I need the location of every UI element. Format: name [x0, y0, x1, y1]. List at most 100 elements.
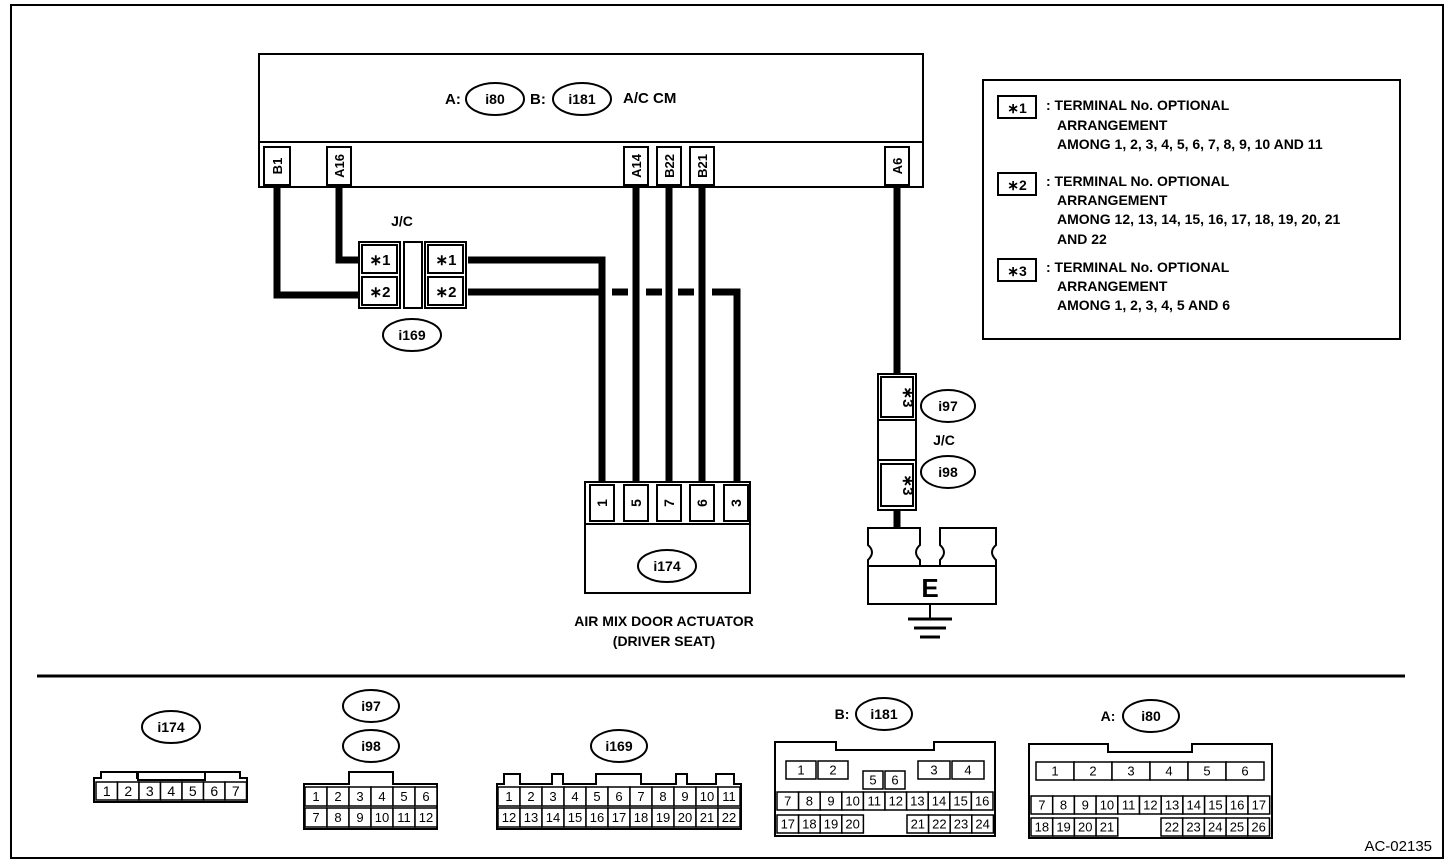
i80-pin-11: 11 [1122, 798, 1136, 813]
i169-pin-21: 21 [700, 810, 714, 825]
i181-pin-16: 16 [975, 794, 989, 809]
ac-cm-pin-b1: B1 [270, 158, 285, 175]
actuator-pin-7: 7 [661, 499, 677, 507]
ac-cm-label-a: A: [445, 91, 461, 108]
i174-pin-7-cell [224, 781, 248, 801]
i80-pin-6-cell [1225, 761, 1265, 781]
ground-terminal: E [867, 527, 997, 639]
i181-pin-21: 21 [911, 817, 925, 832]
i97-98-pin-12-cell [414, 807, 438, 828]
jc-top-left-1: ∗1 [370, 252, 391, 269]
jc-i169: J/C ∗1 ∗2 ∗1 ∗2 i169 [358, 213, 467, 352]
i169-pin-16: 16 [590, 810, 604, 825]
ac-cm-name: A/C CM [623, 90, 676, 107]
i80-pin-6: 6 [1241, 764, 1248, 779]
jc-top-left-2: ∗2 [370, 284, 391, 301]
ac-cm-pin-b22: B22 [662, 154, 677, 178]
ac-cm-pin-b21: B21 [695, 154, 710, 178]
i181-pin-3-cell [917, 760, 951, 780]
jc-top-connector: i169 [398, 327, 425, 343]
i174-pin-2: 2 [124, 783, 132, 799]
i169-pin-7: 7 [637, 789, 644, 804]
i169-pin-3: 3 [549, 789, 556, 804]
i97-98-pin-1: 1 [312, 789, 319, 804]
i181-pin-24: 24 [975, 817, 989, 832]
i80-pin-2: 2 [1089, 764, 1096, 779]
view-i80-label: A: [1101, 708, 1116, 724]
i181-pin-14: 14 [932, 794, 946, 809]
i80-pin-13: 13 [1165, 798, 1179, 813]
view-i97-name: i97 [361, 698, 381, 714]
ac-cm-connector-b: i181 [568, 91, 595, 107]
i80-pin-4: 4 [1165, 764, 1172, 779]
i80-pin-14: 14 [1187, 798, 1201, 813]
i181-pin-2-cell [817, 760, 849, 780]
i169-pin-5: 5 [593, 789, 600, 804]
ac-cm-connector-b-oval [552, 82, 612, 116]
i80-pin-10: 10 [1100, 798, 1114, 813]
legend-1-line-2: ARRANGEMENT [1057, 117, 1168, 133]
i169-pin-20: 20 [678, 810, 692, 825]
i80-pin-7: 7 [1038, 798, 1045, 813]
view-i169-name: i169 [605, 738, 632, 754]
i169-pin-22-cell [717, 807, 741, 828]
i181-pin-16-cell [970, 791, 994, 811]
ground-label-e: E [921, 573, 938, 603]
ac-cm-pin-a6: A6 [890, 158, 905, 175]
i80-pin-9: 9 [1082, 798, 1089, 813]
i181-pin-17: 17 [781, 817, 795, 832]
i181-pin-7: 7 [784, 794, 791, 809]
i181-pin-8: 8 [806, 794, 813, 809]
i80-pin-8: 8 [1060, 798, 1067, 813]
jc-ground-conn-top: i97 [938, 398, 958, 414]
view-i174-name: i174 [157, 719, 184, 735]
legend-2-line-4: AND 22 [1057, 231, 1107, 247]
i181-pin-4: 4 [964, 763, 971, 778]
legend-3-line-3: AMONG 1, 2, 3, 4, 5 AND 6 [1057, 297, 1230, 313]
i174-pin-3: 3 [146, 783, 154, 799]
i169-pin-13: 13 [524, 810, 538, 825]
i169-pin-11-cell [717, 786, 741, 807]
i80-pin-12: 12 [1143, 798, 1157, 813]
ac-cm-pin-a14: A14 [629, 153, 644, 178]
i181-pin-6-cell [884, 770, 906, 790]
i97-98-pin-5: 5 [400, 789, 407, 804]
i169-pin-6: 6 [615, 789, 622, 804]
i181-pin-1-cell [785, 760, 817, 780]
air-mix-door-actuator: 1 5 7 6 3 i174 AIR MIX DOOR ACTUATOR (DR… [574, 481, 754, 649]
i181-pin-4-cell [951, 760, 985, 780]
i181-pin-20-cell [841, 814, 865, 834]
view-i80-name: i80 [1141, 708, 1161, 724]
jc-ground-label: J/C [933, 432, 955, 448]
i80-pin-25: 25 [1230, 820, 1244, 835]
i174-pin-4: 4 [167, 783, 175, 799]
i80-pin-23: 23 [1186, 820, 1200, 835]
actuator-pin-5: 5 [628, 499, 644, 507]
jc-ground-top-tag: ∗3 [899, 387, 916, 408]
i181-pin-23: 23 [954, 817, 968, 832]
i97-98-pin-3: 3 [356, 789, 363, 804]
actuator-pin-1: 1 [594, 499, 610, 507]
i181-pin-2: 2 [829, 763, 836, 778]
i80-pin-21: 21 [1100, 820, 1114, 835]
i181-pin-5: 5 [869, 773, 876, 788]
actuator-connector: i174 [653, 558, 680, 574]
i80-pin-5: 5 [1203, 764, 1210, 779]
jc-top-right-1: ∗1 [436, 252, 457, 269]
i174-pin-1: 1 [103, 783, 111, 799]
i97-98-pin-12: 12 [419, 810, 433, 825]
i169-pin-15: 15 [568, 810, 582, 825]
i169-pin-19: 19 [656, 810, 670, 825]
legend-tag-3: ∗3 [1007, 263, 1027, 279]
i181-pin-10: 10 [845, 794, 859, 809]
i181-pin-13: 13 [910, 794, 924, 809]
i169-pin-4: 4 [571, 789, 578, 804]
ac-control-module: A: i80 B: i181 A/C CM B1 A16 A14 B22 B21… [258, 53, 924, 188]
legend-1-line-1: : TERMINAL No. OPTIONAL [1046, 97, 1230, 113]
i169-pin-17: 17 [612, 810, 626, 825]
i80-pin-24: 24 [1208, 820, 1222, 835]
